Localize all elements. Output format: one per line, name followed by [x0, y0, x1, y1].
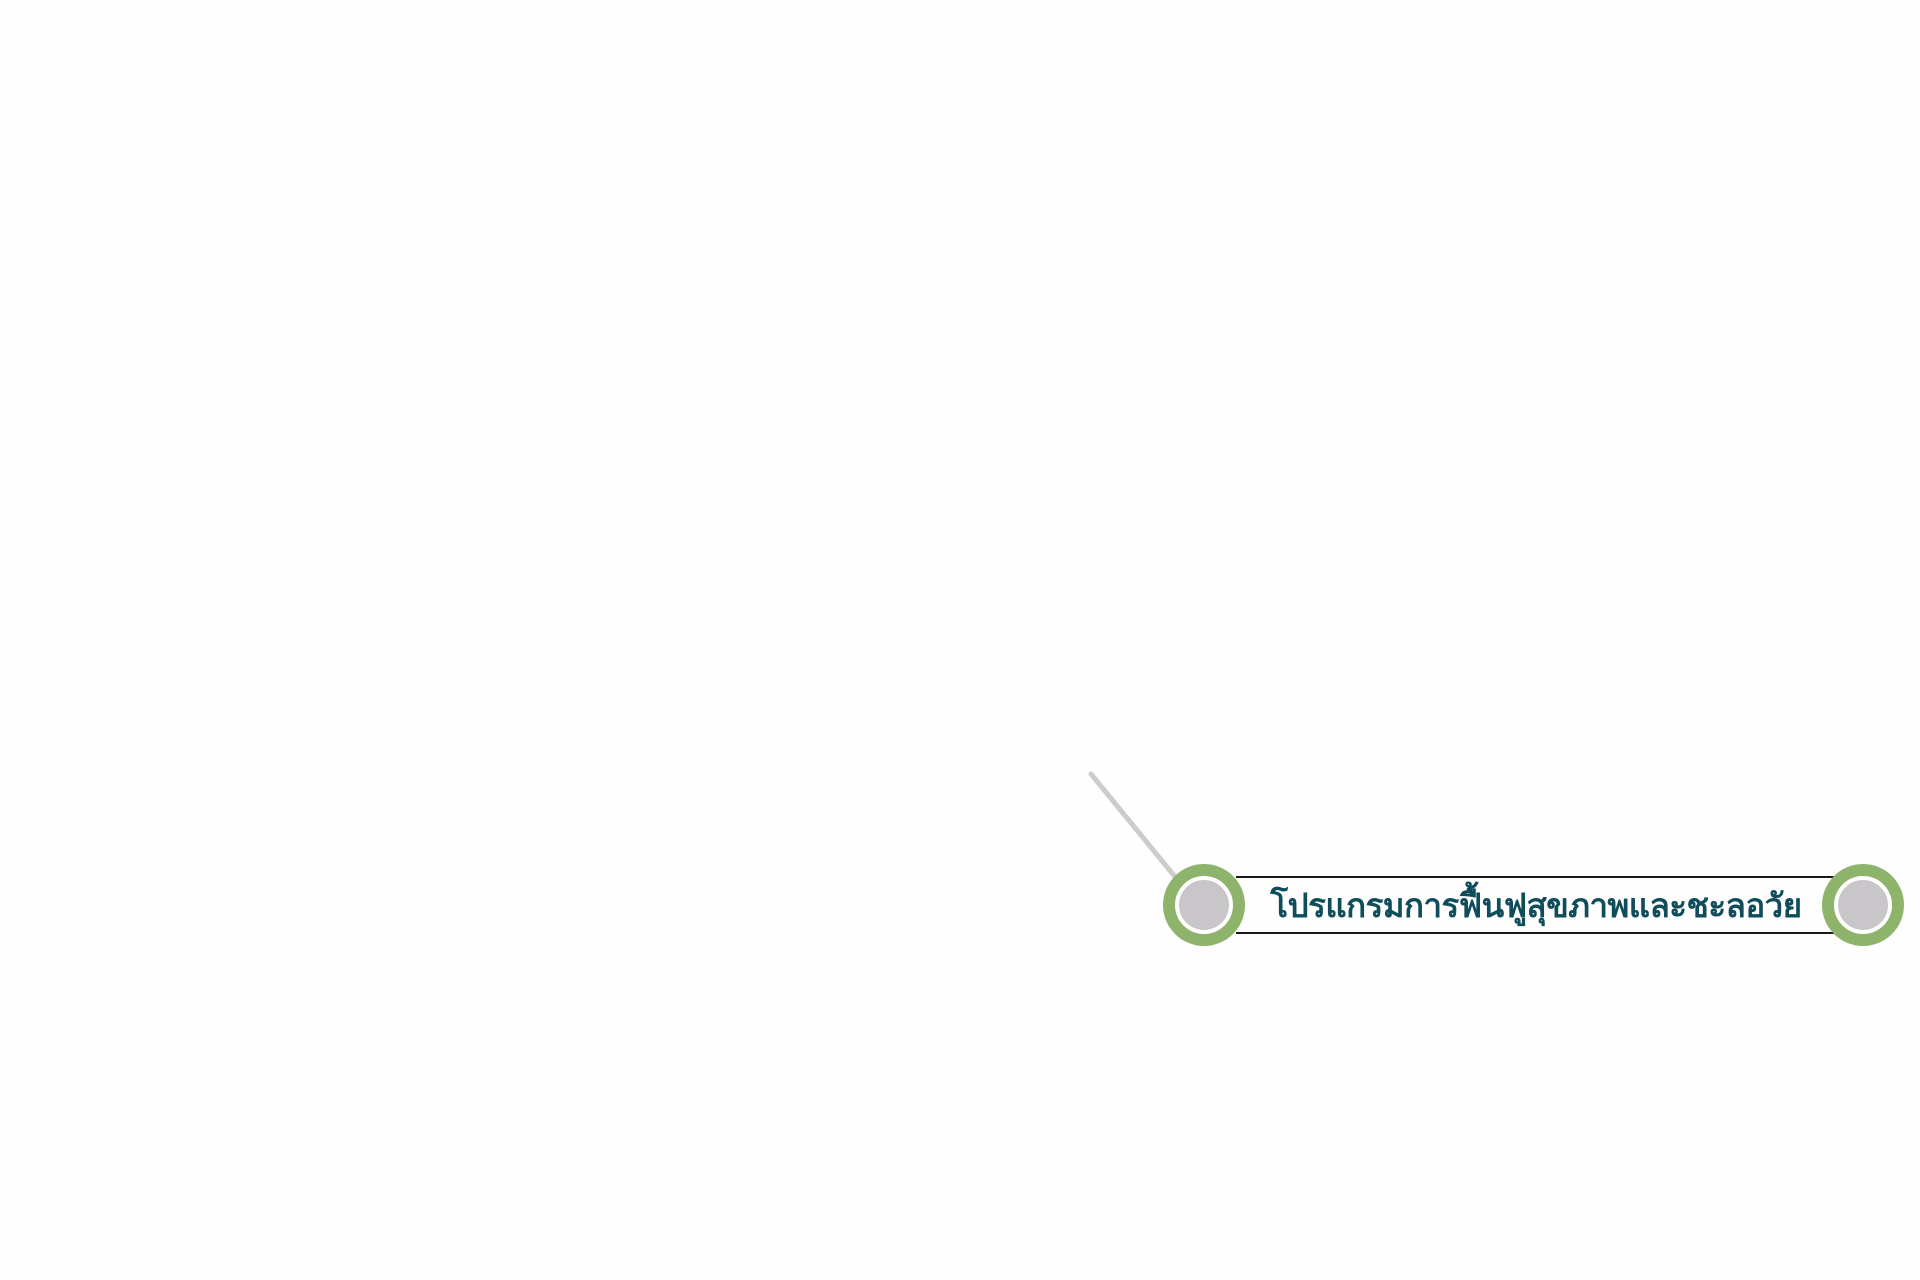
- node-left-core: [1175, 876, 1233, 934]
- node-left-circle[interactable]: [1163, 864, 1245, 946]
- node-right-core: [1834, 876, 1892, 934]
- connector-line: [1088, 771, 1179, 881]
- node-label-bar[interactable]: โปรแกรมการฟื้นฟูสุขภาพและชะลอวัย: [1236, 876, 1836, 934]
- node-label: โปรแกรมการฟื้นฟูสุขภาพและชะลอวัย: [1270, 885, 1802, 925]
- node-right-circle[interactable]: [1822, 864, 1904, 946]
